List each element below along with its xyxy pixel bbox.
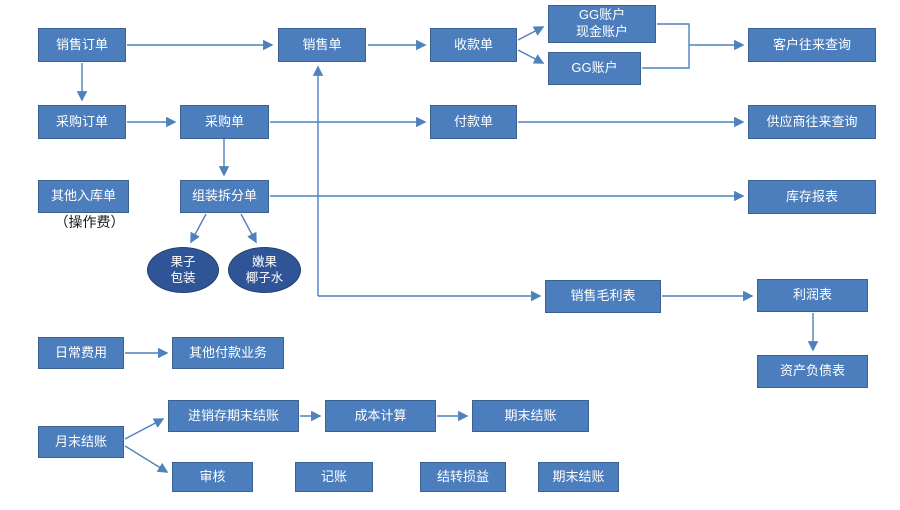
node-inventory-report: 库存报表 bbox=[748, 180, 876, 214]
node-gg-account: GG账户 bbox=[548, 52, 641, 85]
node-inventory-closing: 进销存期末结账 bbox=[168, 400, 299, 432]
node-purchase-order: 采购订单 bbox=[38, 105, 126, 139]
node-other-inbound: 其他入库单 bbox=[38, 180, 129, 213]
node-carryover: 结转损益 bbox=[420, 462, 506, 492]
node-audit: 审核 bbox=[172, 462, 253, 492]
node-cost-calc: 成本计算 bbox=[325, 400, 436, 432]
node-assembly-split: 组装拆分单 bbox=[180, 180, 269, 213]
node-sales-order: 销售订单 bbox=[38, 28, 126, 62]
node-gg-cash-account: GG账户 现金账户 bbox=[548, 5, 656, 43]
node-month-end: 月末结账 bbox=[38, 426, 124, 458]
node-payment-slip: 付款单 bbox=[430, 105, 517, 139]
node-receipt-slip: 收款单 bbox=[430, 28, 517, 62]
note-operation-fee: （操作费） bbox=[54, 214, 125, 230]
node-other-payment: 其他付款业务 bbox=[172, 337, 284, 369]
node-coconut-water: 嫩果 椰子水 bbox=[228, 247, 301, 293]
node-customer-query: 客户往来查询 bbox=[748, 28, 876, 62]
node-period-end-top: 期末结账 bbox=[472, 400, 589, 432]
node-daily-expense: 日常费用 bbox=[38, 337, 124, 369]
node-fruit-packaging: 果子 包装 bbox=[147, 247, 219, 293]
node-purchase-slip: 采购单 bbox=[180, 105, 269, 139]
node-supplier-query: 供应商往来查询 bbox=[748, 105, 876, 139]
node-period-end-bottom: 期末结账 bbox=[538, 462, 619, 492]
node-sales-slip: 销售单 bbox=[278, 28, 366, 62]
node-profit-statement: 利润表 bbox=[757, 279, 868, 312]
node-gross-profit: 销售毛利表 bbox=[545, 280, 661, 313]
node-bookkeeping: 记账 bbox=[295, 462, 373, 492]
node-balance-sheet: 资产负债表 bbox=[757, 355, 868, 388]
